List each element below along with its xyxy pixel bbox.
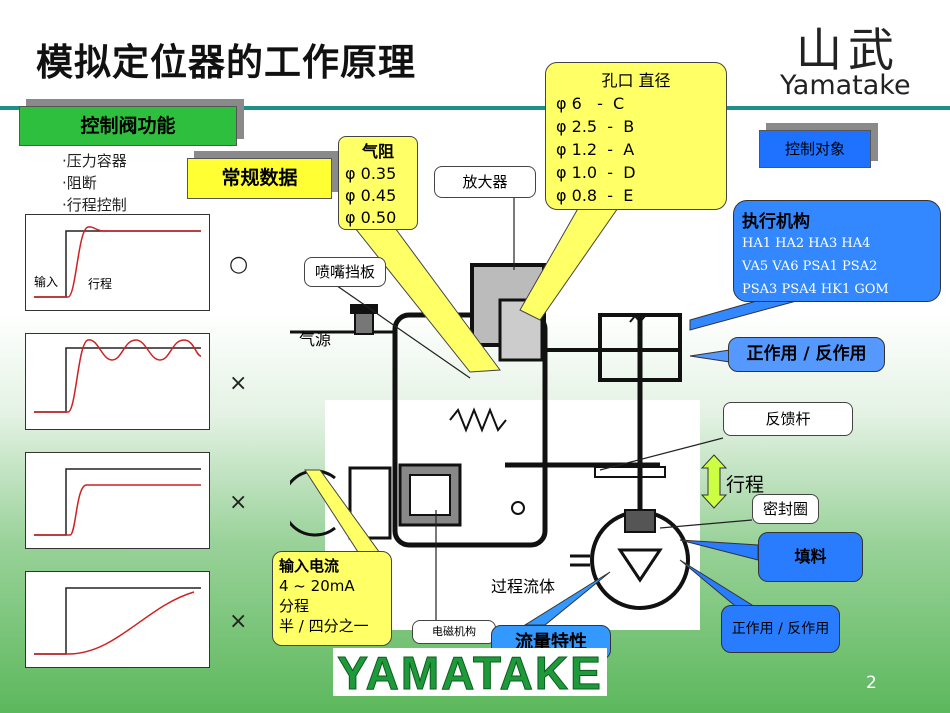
orifice-title: 孔口 直径: [601, 71, 671, 90]
control-valve-function-button[interactable]: 控制阀功能: [19, 106, 237, 146]
function-item: ·压力容器: [62, 152, 127, 170]
split-range-label: 分程: [279, 597, 310, 615]
logo-english: Yamatake: [780, 70, 911, 101]
actuator-model-line: VA5 VA6 PSA1 PSA2: [742, 259, 878, 274]
svg-text:YAMATAKE: YAMATAKE: [337, 648, 603, 696]
amplifier-callout: 放大器: [434, 166, 536, 198]
input-label: 输入: [34, 275, 59, 289]
air-resistance-value: φ 0.35: [345, 164, 397, 183]
actuator-callout: 执行机构 HA1 HA2 HA3 HA4 VA5 VA6 PSA1 PSA2 P…: [733, 200, 941, 302]
result-mark: ×: [229, 490, 248, 515]
input-current-callout: 输入电流 4 ~ 20mA 分程 半 / 四分之一: [272, 551, 392, 646]
air-resistance-callout: 气阻 φ 0.35 φ 0.45 φ 0.50: [338, 136, 418, 230]
page-title: 模拟定位器的工作原理: [36, 41, 416, 84]
result-mark: ○: [229, 252, 249, 277]
orifice-diameter-callout: 孔口 直径 φ 6 - C φ 2.5 - B φ 1.2 - A φ 1.0 …: [545, 62, 727, 210]
seal-ring-callout: 密封圈: [752, 494, 819, 524]
control-object-button[interactable]: 控制对象: [759, 130, 871, 168]
input-current-range: 4 ~ 20mA: [279, 577, 355, 595]
air-resistance-value: φ 0.45: [345, 186, 397, 205]
result-mark: ×: [229, 609, 248, 634]
response-graph-stable: 输入 行程: [25, 214, 210, 311]
response-curve: [34, 468, 201, 536]
air-resistance-title: 气阻: [361, 142, 394, 161]
feedback-rod-callout: 反馈杆: [723, 402, 853, 436]
split-range-value: 半 / 四分之一: [279, 617, 369, 635]
yamatake-logo-image: YAMATAKE: [337, 647, 603, 700]
actuator-model-line: HA1 HA2 HA3 HA4: [742, 236, 871, 251]
stroke-label: 行程: [88, 277, 113, 291]
orifice-row: φ 2.5 - B: [556, 117, 635, 136]
title-divider: [0, 106, 950, 110]
orifice-row: φ 1.0 - D: [556, 163, 636, 182]
response-graph-oscillating: [25, 333, 210, 430]
actuator-title: 执行机构: [742, 212, 810, 232]
function-list: ·压力容器 ·阻断 ·行程控制: [62, 150, 127, 216]
nozzle-flapper-callout: 喷嘴挡板: [304, 257, 386, 287]
response-curve: [34, 339, 202, 413]
response-curve: [34, 587, 201, 655]
actuator-model-line: PSA3 PSA4 HK1 GOM: [742, 282, 889, 297]
result-mark: ×: [229, 371, 248, 396]
logo-chinese: 山武: [796, 23, 900, 77]
input-current-title: 输入电流: [279, 557, 340, 575]
air-resistance-value: φ 0.50: [345, 208, 397, 227]
process-fluid-label: 过程流体: [491, 577, 556, 596]
function-item: ·阻断: [62, 174, 97, 192]
air-source-label: 气源: [299, 330, 332, 349]
electromagnetic-callout: 电磁机构: [412, 620, 496, 644]
direct-reverse-action-callout: 正作用 / 反作用: [728, 337, 885, 372]
standard-data-button[interactable]: 常规数据: [187, 158, 332, 199]
response-curve: [34, 226, 201, 298]
orifice-row: φ 0.8 - E: [556, 186, 634, 205]
direct-reverse-action-callout-2: 正作用 / 反作用: [721, 605, 840, 653]
response-graph-offset: [25, 452, 210, 549]
response-graph-slow: [25, 571, 210, 668]
page-number: 2: [866, 673, 877, 693]
orifice-row: φ 6 - C: [556, 94, 625, 113]
packing-callout: 填料: [758, 532, 863, 582]
stroke-label: 行程: [726, 474, 765, 496]
orifice-row: φ 1.2 - A: [556, 140, 635, 159]
yamatake-banner-logo: YAMATAKE: [333, 647, 607, 700]
function-item: ·行程控制: [62, 196, 127, 214]
